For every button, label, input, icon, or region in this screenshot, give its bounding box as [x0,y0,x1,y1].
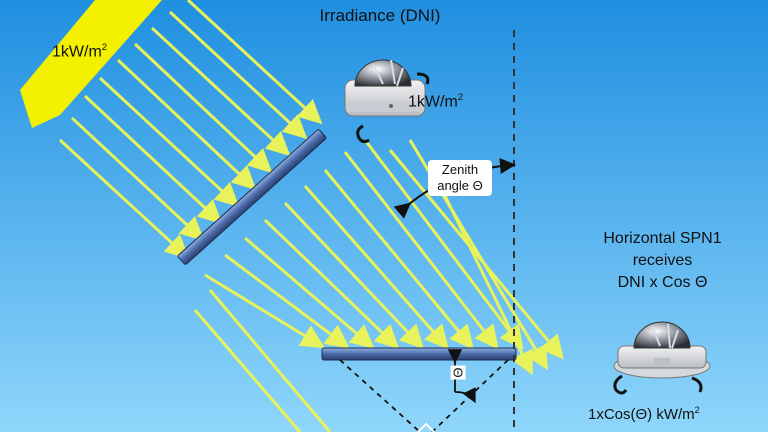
sensor2-value-label: 1xCos(Θ) kW/m2 [588,405,700,423]
ray [224,253,350,349]
ray [343,151,499,350]
sensor1-value-label: 1kW/m2 [408,92,464,111]
ray [116,58,257,191]
spn1-sensor-icon [344,59,430,144]
theta-symbol: Θ [450,365,466,380]
transmitted-rays [204,139,524,350]
ray [208,289,332,432]
ray [323,169,474,350]
incoming-rays [58,0,323,260]
spn1-sensor-icon [613,321,711,395]
horizontal-sensor-caption: Horizontal SPN1 receives DNI x Cos Θ [603,230,722,291]
ray [83,94,223,225]
ray [98,76,240,208]
ray [263,218,400,350]
ray [150,26,291,157]
ray [303,185,449,350]
ray [193,309,302,432]
ray [244,236,375,349]
ray [58,138,190,260]
sun-value-label: 1kW/m2 [52,42,108,61]
ray [283,201,425,350]
sun-beam [20,0,162,128]
horizontal-panel [321,347,517,361]
zenith-angle-label: Zenith angle Θ [428,160,492,196]
ray [363,139,524,350]
ray [70,116,205,242]
ray [204,273,326,349]
ray [133,42,273,174]
tilted-panel [177,129,327,265]
ray [186,0,323,125]
top-label: Irradiance (DNI) [319,6,441,25]
ray [168,10,308,140]
